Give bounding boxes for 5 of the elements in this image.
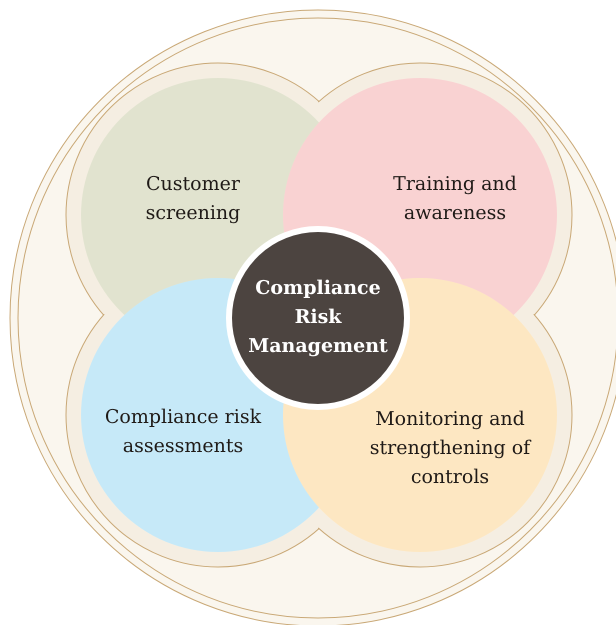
circle-label: Monitoring and strengthening of controls bbox=[368, 407, 532, 490]
circle-label: Customer screening bbox=[144, 172, 242, 226]
circle-label: Compliance risk assessments bbox=[104, 405, 262, 459]
circle-label: Training and awareness bbox=[392, 172, 518, 226]
center-label: Compliance Risk Management bbox=[247, 276, 389, 359]
